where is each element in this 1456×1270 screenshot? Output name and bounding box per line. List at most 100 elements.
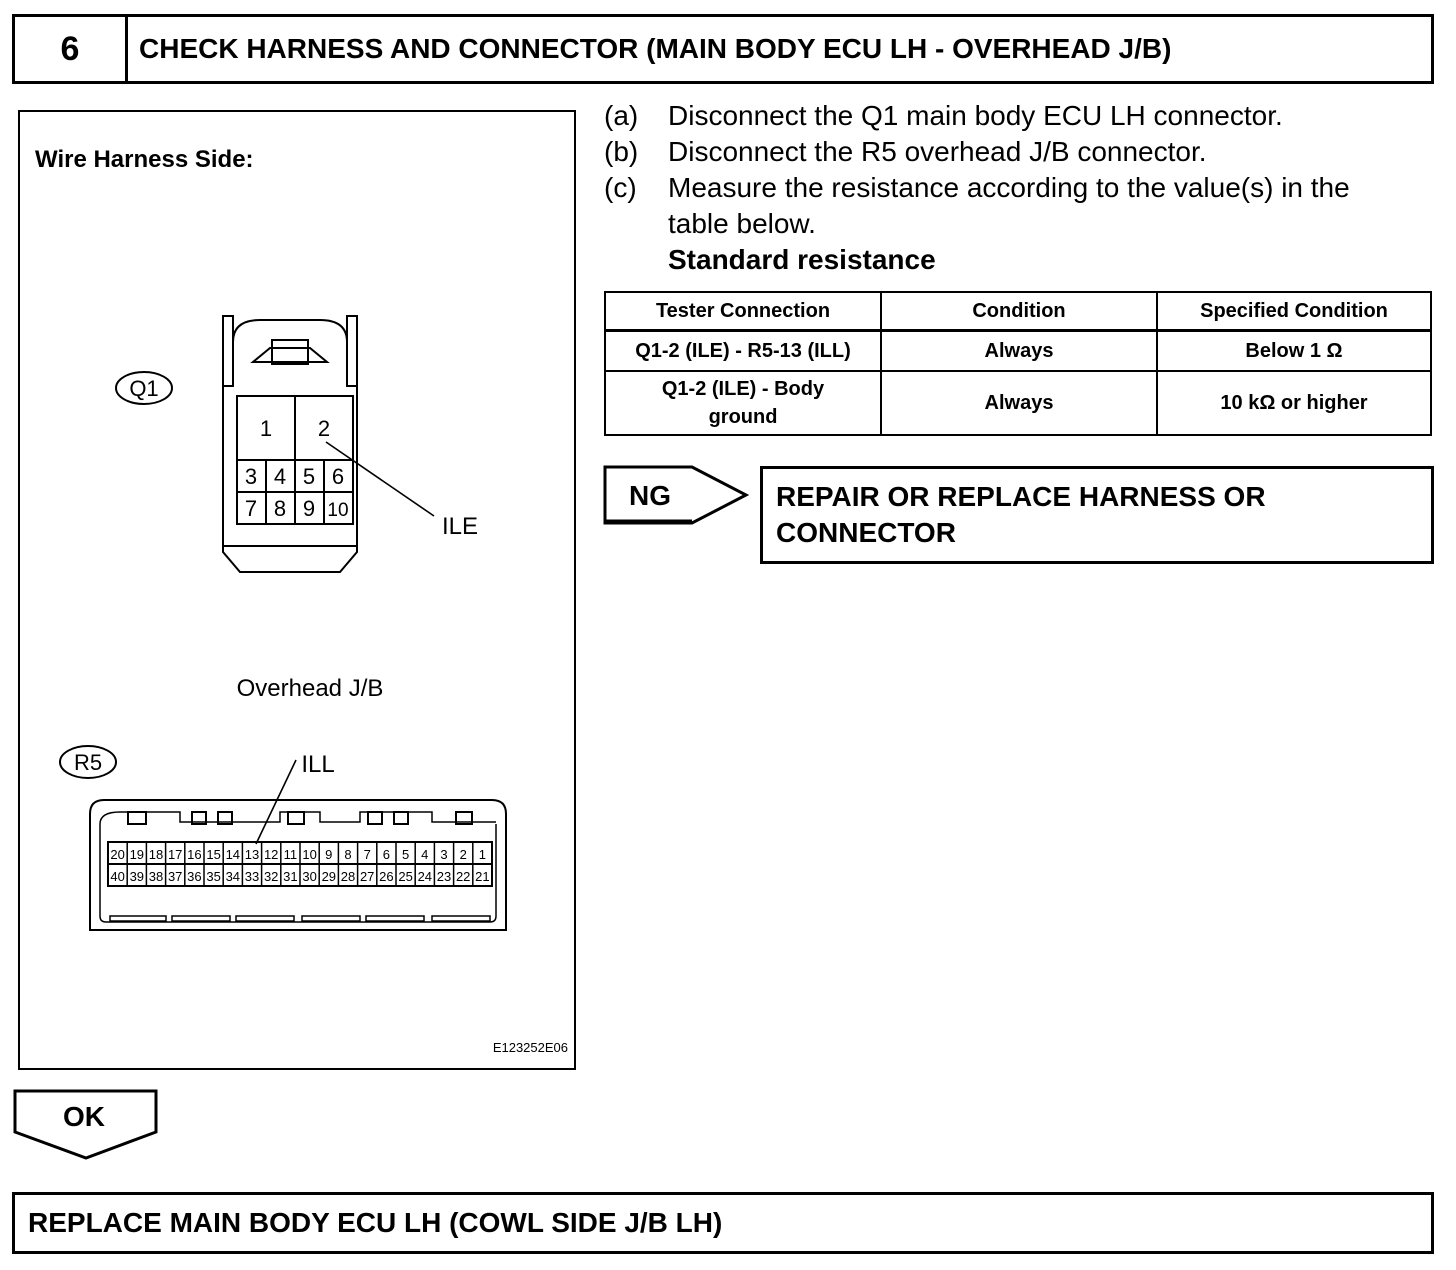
q1-lock [250,347,330,363]
r5-pin-bottom: 37 [168,869,182,884]
r5-pin-top: 11 [284,847,298,862]
q1-pin: 8 [274,496,286,521]
instruction-label: (c) [604,172,637,203]
q1-id-ellipse [115,371,173,405]
instruction-text: Measure the resistance according to the … [668,172,1350,203]
r5-pin-bottom: 25 [398,869,412,884]
r5-pin-bottom: 24 [418,869,432,884]
r5-pin-bottom: 23 [437,869,451,884]
r5-pin-top: 7 [364,847,371,862]
q1-pin: 5 [303,464,315,489]
ill-leader-line [255,759,297,845]
header-tester-connection: Tester Connection [604,291,882,332]
header-specified-condition: Specified Condition [1156,291,1432,332]
r5-pin-bottom: 39 [130,869,144,884]
instruction-label: (a) [604,100,639,131]
r5-pin-top: 16 [187,847,201,862]
q1-pin: 3 [245,464,257,489]
instruction-text-cont: table below. [668,208,816,239]
r5-pin-bottom: 36 [187,869,201,884]
cell-connection-line1: Q1-2 (ILE) - Body [661,378,825,400]
ok-result-box: REPLACE MAIN BODY ECU LH (COWL SIDE J/B … [12,1192,1434,1254]
ok-arrow: OK [13,1089,158,1160]
r5-pin-bottom: 21 [475,869,489,884]
ng-result-line1: REPAIR OR REPLACE HARNESS OR [776,481,1266,512]
r5-pin-top: 6 [383,847,390,862]
cell-condition: Always [880,370,1158,436]
connector-drawing: Q1 1 2 3 4 5 6 7 8 9 10 ILE Overhead J/B… [59,315,568,1055]
ng-result-box: REPAIR OR REPLACE HARNESS OR CONNECTOR [760,466,1434,564]
cell-specified: Below 1 Ω [1156,329,1432,372]
step-title: CHECK HARNESS AND CONNECTOR (MAIN BODY E… [139,33,1172,64]
r5-pin-top: 8 [344,847,351,862]
q1-body [222,386,358,573]
q1-latch-left [222,315,234,387]
q1-pin: 1 [260,416,272,441]
cell-condition: Always [880,329,1158,372]
r5-pin-bottom: 38 [149,869,163,884]
step-number: 6 [15,17,128,81]
table-row: Q1-2 (ILE) - Body ground Always 10 kΩ or… [604,370,1432,436]
r5-pin-bottom: 26 [379,869,393,884]
ok-label: OK [63,1101,105,1132]
connector-figure: Wire Harness Side: [18,110,576,1070]
instruction-label: (b) [604,136,639,167]
r5-pin-top: 20 [110,847,124,862]
q1-pin: 10 [327,500,348,521]
ok-result-text: REPLACE MAIN BODY ECU LH (COWL SIDE J/B … [28,1207,723,1238]
cell-specified: 10 kΩ or higher [1156,370,1432,436]
q1-latch-right [346,315,358,387]
standard-resistance-label: Standard resistance [668,244,936,275]
instruction-a: (a) Disconnect the Q1 main body ECU LH c… [604,98,1434,138]
r5-pin-top: 3 [440,847,447,862]
q1-pin: 2 [318,416,330,441]
cell-connection: Q1-2 (ILE) - Body ground [604,370,882,436]
header-condition: Condition [880,291,1158,332]
ng-arrow: NG [603,465,750,525]
ile-callout: ILE [442,513,478,540]
r5-pin-bottom: 32 [264,869,278,884]
r5-pin-bottom: 40 [110,869,124,884]
r5-pin-top: 4 [421,847,428,862]
ng-result-line2: CONNECTOR [776,517,956,548]
r5-pin-bottom: 35 [206,869,220,884]
r5-pin-bottom: 30 [302,869,316,884]
r5-pin-bottom: 27 [360,869,374,884]
r5-pin-bottom: 31 [283,869,297,884]
q1-pin: 9 [303,496,315,521]
q1-pin: 7 [245,496,257,521]
q1-pin: 4 [274,464,286,489]
r5-pin-top: 9 [325,847,332,862]
r5-pin-bottom: 28 [341,869,355,884]
cell-connection-line2: ground [708,406,778,428]
resistance-table: Tester Connection Condition Specified Co… [604,291,1432,436]
q1-pin: 6 [332,464,344,489]
r5-pin-top: 1 [479,847,486,862]
r5-pin-top: 10 [302,847,316,862]
wire-harness-side-label: Wire Harness Side: [35,146,254,173]
cell-connection: Q1-2 (ILE) - R5-13 (ILL) [604,329,882,372]
r5-body [89,799,507,931]
r5-pin-top: 18 [149,847,163,862]
ill-callout: ILL [301,751,334,778]
instruction-text: Disconnect the R5 overhead J/B connector… [668,136,1207,167]
q1-id: Q1 [129,376,158,401]
instruction-text: Disconnect the Q1 main body ECU LH conne… [668,100,1283,131]
step-header: 6 CHECK HARNESS AND CONNECTOR (MAIN BODY… [12,14,1434,84]
r5-pin-top: 19 [130,847,144,862]
table-header-row: Tester Connection Condition Specified Co… [604,291,1432,332]
ng-label: NG [629,480,671,511]
r5-pin-top: 17 [168,847,182,862]
r5-pin-bottom: 34 [226,869,240,884]
r5-pin-top: 2 [460,847,467,862]
r5-id-ellipse [59,745,117,779]
r5-pin-top: 14 [226,847,240,862]
instruction-c: (c) Measure the resistance according to … [604,170,1434,246]
r5-id: R5 [74,750,102,775]
r5-pin-bottom: 22 [456,869,470,884]
r5-pin-bottom: 29 [322,869,336,884]
r5-pin-top: 12 [264,847,278,862]
q1-top-shroud [232,319,348,386]
table-row: Q1-2 (ILE) - R5-13 (ILL) Always Below 1 … [604,329,1432,372]
r5-pin-top: 13 [245,847,259,862]
